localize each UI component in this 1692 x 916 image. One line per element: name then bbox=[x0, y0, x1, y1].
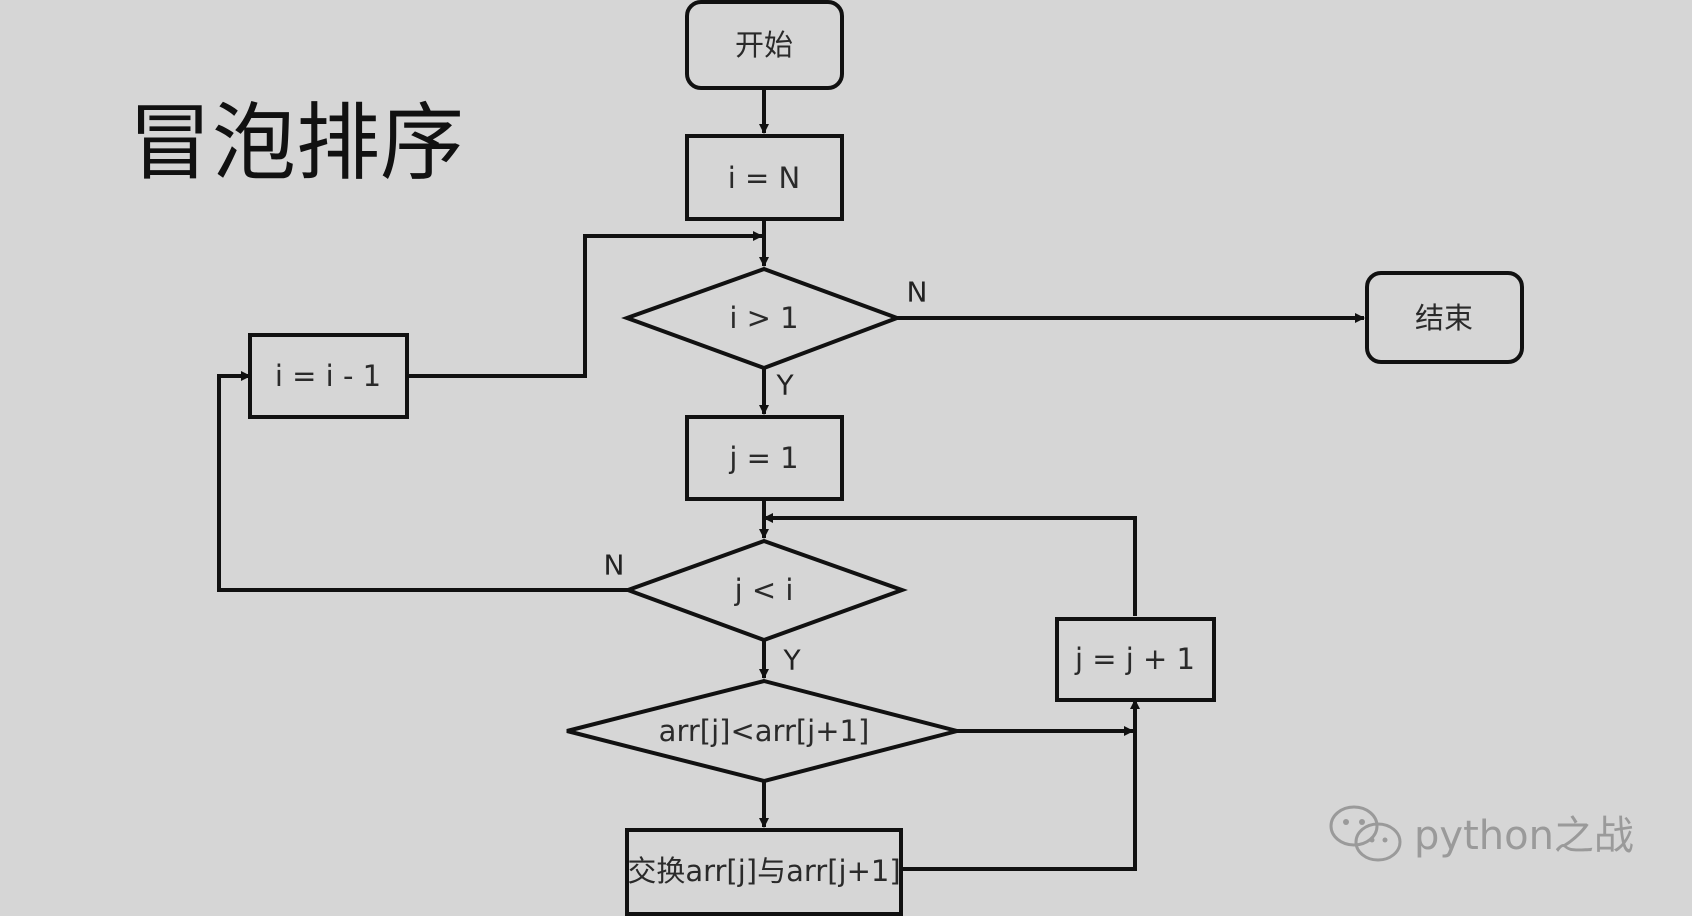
init-j-box bbox=[685, 415, 844, 501]
node-start: 开始 bbox=[685, 0, 844, 90]
node-cond-j: j < i bbox=[622, 538, 908, 643]
watermark: python之战 bbox=[1329, 805, 1634, 862]
end-terminal bbox=[1365, 271, 1524, 364]
swap-label: 交换arr[j]与arr[j+1] bbox=[627, 854, 900, 888]
wechat-icon bbox=[1329, 805, 1402, 862]
compare-diamond bbox=[566, 678, 965, 784]
cond-i-no-label: N bbox=[907, 276, 928, 309]
node-inc-j: j = j + 1 bbox=[1055, 617, 1216, 702]
edge-swap-to-inc-j bbox=[901, 699, 1140, 871]
end-label: 结束 bbox=[1415, 301, 1473, 335]
edge-cond-j-no-to-dec-i bbox=[217, 371, 628, 592]
init-i-label: i = N bbox=[728, 161, 801, 195]
node-swap: 交换arr[j]与arr[j+1] bbox=[625, 828, 903, 916]
dec-i-label: i = i - 1 bbox=[275, 359, 381, 393]
start-terminal bbox=[685, 0, 844, 90]
node-init-i: i = N bbox=[685, 134, 844, 221]
inc-j-box bbox=[1055, 617, 1216, 702]
cond-j-label: j < i bbox=[734, 573, 794, 607]
cond-i-label: i > 1 bbox=[729, 301, 798, 335]
cond-j-diamond bbox=[622, 538, 908, 643]
edge-dec-i-back-to-cond-i bbox=[407, 231, 763, 378]
cond-j-no-label: N bbox=[604, 549, 625, 582]
inc-j-label: j = j + 1 bbox=[1074, 642, 1195, 676]
node-end: 结束 bbox=[1365, 271, 1524, 364]
edge-inc-j-back-to-cond-j bbox=[763, 513, 1137, 616]
dec-i-box bbox=[248, 333, 409, 419]
compare-label: arr[j]<arr[j+1] bbox=[659, 714, 870, 748]
swap-box bbox=[625, 828, 903, 916]
edges bbox=[217, 88, 1365, 871]
diagram-title: 冒泡排序 bbox=[128, 94, 464, 192]
init-j-label: j = 1 bbox=[728, 441, 798, 475]
cond-i-yes-label: Y bbox=[775, 369, 794, 402]
node-compare: arr[j]<arr[j+1] bbox=[566, 678, 965, 784]
node-cond-i: i > 1 bbox=[621, 266, 903, 371]
node-init-j: j = 1 bbox=[685, 415, 844, 501]
cond-i-diamond bbox=[621, 266, 903, 371]
init-i-box bbox=[685, 134, 844, 221]
node-dec-i: i = i - 1 bbox=[248, 333, 409, 419]
cond-j-yes-label: Y bbox=[782, 644, 801, 677]
start-label: 开始 bbox=[735, 28, 793, 62]
watermark-text: python之战 bbox=[1414, 813, 1634, 859]
